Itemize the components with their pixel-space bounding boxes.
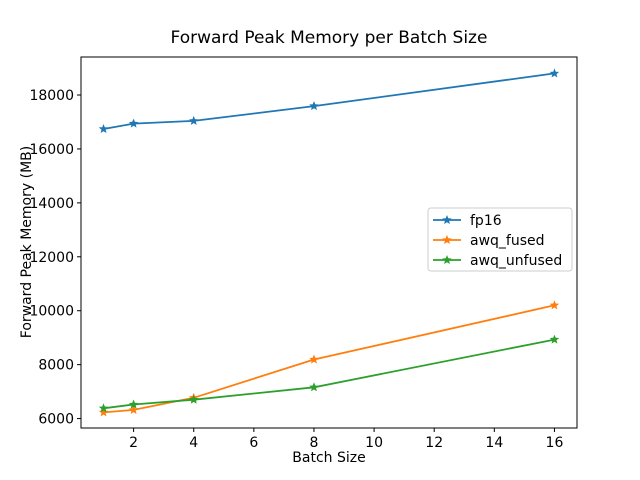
data-point-awq_unfused-batch-1 (98, 403, 109, 413)
y-tick-label: 10000 (29, 304, 74, 320)
y-tick-label: 12000 (29, 250, 74, 266)
x-tick-label: 12 (425, 435, 443, 451)
x-tick-label: 6 (249, 435, 258, 451)
legend-marker-awq_unfused (442, 255, 452, 264)
x-tick-label: 8 (310, 435, 319, 451)
legend-label-fp16: fp16 (470, 213, 502, 229)
plot-content: 2 4 6 8 10 12 14 16 6000 8000 10000 12000 14000 16000… (29, 56, 578, 451)
series-line-awq_fused (103, 304, 555, 414)
y-tick-label: 16000 (29, 142, 74, 158)
data-point-awq_unfused-batch-4 (189, 394, 199, 404)
legend-label-awq_fused: awq_fused (470, 233, 545, 249)
x-tick-label: 2 (129, 435, 138, 451)
x-tick-label: 4 (189, 435, 198, 451)
y-tick-label: 14000 (29, 196, 74, 212)
chart-title: Forward Peak Memory per Batch Size (171, 28, 488, 48)
data-point-awq_fused-batch-8 (309, 354, 319, 364)
legend-box (427, 207, 573, 272)
data-point-awq_fused-batch-1 (98, 407, 109, 417)
data-point-fp16-batch-8 (309, 101, 319, 111)
y-tick-label: 6000 (38, 412, 74, 428)
x-tick-label: 14 (485, 435, 503, 451)
series-line-fp16 (103, 72, 555, 130)
y-tick-label: 8000 (38, 358, 74, 374)
x-tick-label: 10 (365, 435, 383, 451)
x-axis-label: Batch Size (292, 450, 365, 466)
legend-marker-awq_fused (442, 235, 452, 244)
series-line-awq_unfused (103, 338, 555, 410)
y-tick-label: 18000 (29, 88, 74, 104)
y-axis-label: Forward Peak Memory (MB) (19, 146, 35, 338)
plot-border (80, 56, 578, 429)
data-point-awq_unfused-batch-8 (309, 382, 319, 392)
data-point-fp16-batch-4 (189, 115, 199, 125)
data-point-fp16-batch-2 (128, 118, 139, 128)
data-point-awq_fused-batch-16 (549, 300, 560, 310)
data-point-fp16-batch-16 (549, 68, 560, 78)
data-point-awq_unfused-batch-2 (128, 399, 139, 409)
legend-marker-fp16 (442, 215, 452, 224)
data-point-awq_unfused-batch-16 (549, 334, 560, 344)
legend-label-awq_unfused: awq_unfused (470, 253, 562, 269)
x-tick-label: 16 (546, 435, 564, 451)
data-point-awq_fused-batch-2 (128, 404, 139, 414)
data-point-fp16-batch-1 (98, 124, 109, 133)
